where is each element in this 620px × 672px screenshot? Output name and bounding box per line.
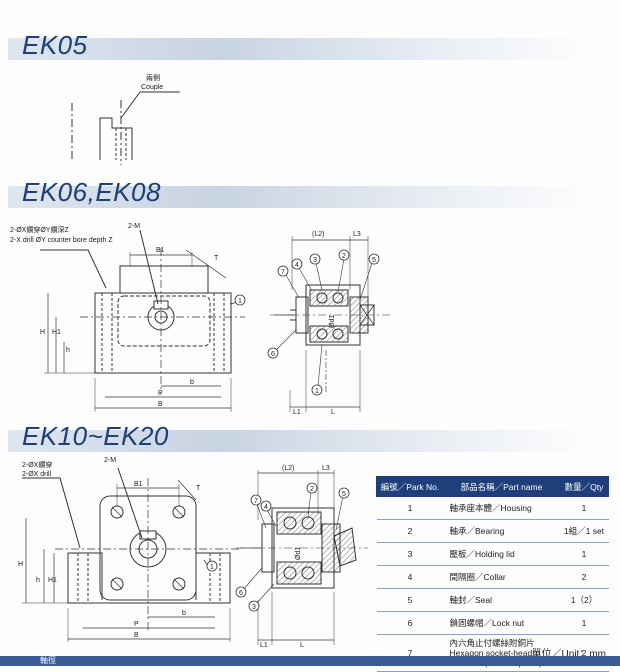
ek10-t-label: T [196, 485, 201, 492]
ek06-p-label: P [158, 390, 163, 397]
ek10-callout-7: 7 [254, 498, 258, 505]
ek10-front-view [22, 467, 240, 642]
ek06-side-view [270, 236, 390, 412]
bottom-strip: 軸徑 [0, 656, 620, 666]
ek06-drill-en: 2-X drill ØY counter bore depth Z [10, 237, 113, 244]
header-part-no: 編號／Park No. [376, 476, 444, 497]
table-row: 4 間隔圈／Collar 2 [376, 565, 609, 589]
ek06-h1-label: H1 [52, 329, 61, 336]
part-name: 壓板／Holding lid [443, 542, 560, 566]
part-qty: 1 [559, 496, 609, 520]
ek10-callout-6: 6 [239, 590, 243, 597]
part-no: 5 [376, 588, 444, 612]
ek06-callout-2: 2 [342, 253, 346, 260]
ek10-m-label: 2-M [104, 457, 116, 464]
ek06-l2-label: (L2) [312, 231, 324, 238]
part-qty: 2 [559, 565, 609, 589]
part-qty: 1組／1 set [559, 519, 609, 543]
ek06-callouts [267, 249, 380, 396]
ek06-drill-zh: 2-ØX鑽穿ØY鑽深Z [10, 225, 69, 234]
table-row: 1 軸承座本體／Housing 1 [376, 496, 609, 520]
ek10-drill-en: 2-ØX drill [22, 471, 52, 478]
part-qty: 1（2） [559, 588, 609, 612]
ek06-callout-5: 5 [372, 257, 376, 264]
ek10-d1-label: Ød1 [295, 547, 302, 560]
section-title-ek05: EK05 [22, 30, 88, 60]
ek06-b1-label: B1 [156, 247, 165, 254]
ek10-drill-zh: 2-ØX鑽穿 [22, 460, 52, 469]
section-title-ek10: EK10~EK20 [22, 421, 169, 451]
table-row: 6 鎖固螺帽／Lock nut 1 [376, 611, 609, 635]
unit-label: 單位／Unit：mm [531, 649, 606, 660]
ek10-b1-label: B1 [134, 481, 143, 488]
section-title-ek06: EK06,EK08 [22, 177, 161, 207]
part-qty: 1 [559, 542, 609, 566]
part-no: 6 [376, 611, 444, 635]
ek05-drawing [71, 91, 180, 165]
part-name: 間隔圈／Collar [443, 565, 560, 589]
ek10-h-label: H [18, 561, 23, 568]
part-no: 4 [376, 565, 444, 589]
part-name-zh: 內六角止付螺絲附銅片 [449, 638, 535, 648]
ek10-callouts [235, 482, 350, 612]
ek06-callout-1: 1 [238, 298, 242, 305]
ek10-h1-label: H1 [48, 577, 57, 584]
ek06-front-view [40, 229, 245, 412]
part-name-en-1: Hexagon socket-head [449, 648, 533, 658]
ek06-b-label: B [158, 401, 163, 408]
ek06-d1-label: Ød1 [329, 315, 336, 328]
ek10-l3-label: L3 [322, 465, 330, 472]
ek10-callout-1: 1 [210, 564, 214, 571]
part-name: 軸承座本體／Housing [443, 496, 560, 520]
ek06-callout-7: 7 [281, 269, 285, 276]
part-no: 1 [376, 496, 444, 520]
section-bar-ek05 [8, 38, 612, 60]
footer-label: 軸徑 [40, 656, 56, 665]
table-row: 5 軸封／Seal 1（2） [376, 588, 609, 612]
part-name: 軸封／Seal [443, 588, 560, 612]
part-no: 3 [376, 542, 444, 566]
ek06-t-label: T [214, 255, 219, 262]
ek10-callout-2: 2 [310, 486, 314, 493]
ek05-couple-zh: 兩側 [146, 73, 160, 82]
table-row: 2 軸承／Bearing 1組／1 set [376, 519, 609, 543]
ek10-callout-4: 4 [264, 504, 268, 511]
ek06-bsmall-label: b [190, 379, 194, 386]
ek06-l3-label: L3 [353, 231, 361, 238]
part-name: 鎖固螺帽／Lock nut [443, 611, 560, 635]
table-row: 3 壓板／Holding lid 1 [376, 542, 609, 566]
section-bar-ek10 [8, 430, 612, 452]
ek10-b-label: B [134, 632, 139, 639]
parts-table-header: 編號／Park No. 部品名稱／Part name 數量／Qty [376, 476, 609, 497]
ek05-couple-en: Couple [141, 84, 163, 91]
ek06-hsmall-label: h [66, 347, 70, 354]
ek10-p-label: P [134, 621, 139, 628]
part-name: 軸承／Bearing [443, 519, 560, 543]
ek10-bsmall-label: b [182, 610, 186, 617]
parts-table: 編號／Park No. 部品名稱／Part name 數量／Qty 1 軸承座本… [376, 476, 609, 672]
ek06-l-label: L [331, 409, 335, 416]
ek10-l1-label: L1 [260, 642, 268, 649]
ek10-l-label: L [300, 642, 304, 649]
ek10-side-view [236, 470, 368, 645]
ek10-callout-3: 3 [252, 604, 256, 611]
header-part-name: 部品名稱／Part name [443, 476, 560, 497]
ek06-m-label: 2-M [128, 223, 140, 230]
ek06-callout-4: 4 [295, 262, 299, 269]
header-qty: 數量／Qty [559, 476, 609, 497]
ek10-callout-5: 5 [342, 491, 346, 498]
section-bar-ek06 [8, 186, 612, 208]
ek10-l2-label: (L2) [282, 465, 294, 472]
part-qty: 1 [559, 611, 609, 635]
part-no: 2 [376, 519, 444, 543]
ek06-callout-6: 6 [271, 351, 275, 358]
ek06-callout-3: 3 [313, 257, 317, 264]
ek06-callout-1b: 1 [315, 388, 319, 395]
ek06-h-label: H [40, 329, 45, 336]
ek06-l1-label: L1 [293, 409, 301, 416]
ek10-hsmall-label: h [36, 577, 40, 584]
